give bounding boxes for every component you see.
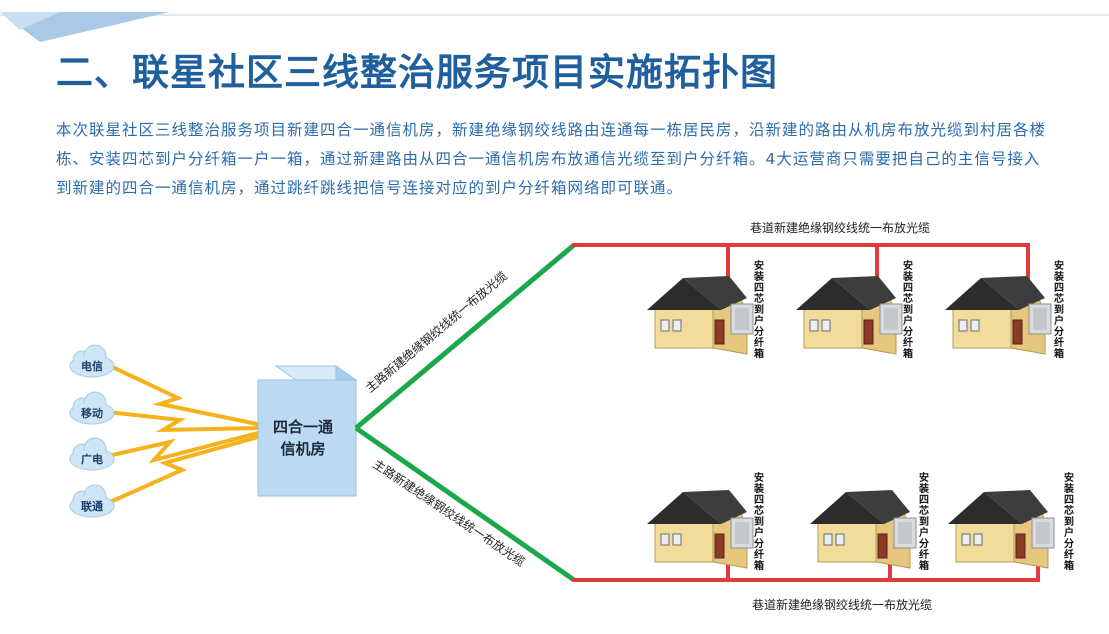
house-top-1 bbox=[646, 275, 754, 355]
lightning-bolt-2 bbox=[107, 410, 263, 433]
main-route-lower-label: 主路新建绝缘钢绞线统一布放光缆 bbox=[370, 456, 528, 569]
lane-route-bottom-label: 巷道新建绝缘钢绞线统一布放光缆 bbox=[752, 597, 932, 612]
intro-paragraph: 本次联星社区三线整治服务项目新建四合一通信机房，新建绝缘钢绞线路由连通每一栋居民… bbox=[56, 121, 1047, 197]
operator-cloud-yidong: 移动 bbox=[69, 391, 115, 425]
operator-label: 联通 bbox=[81, 499, 103, 513]
main-route-upper-label: 主路新建绝缘钢绞线统一布放光缆 bbox=[362, 268, 510, 395]
house-bottom-1 bbox=[646, 489, 754, 569]
machine-room-cube: 四合一通 信机房 bbox=[257, 365, 358, 497]
lane-route-top-label: 巷道新建绝缘钢绞线统一布放光缆 bbox=[750, 220, 930, 235]
operator-cloud-liantong: 联通 bbox=[69, 484, 115, 518]
box-label-top-2: 安装四芯到户分纤箱 bbox=[901, 259, 914, 359]
box-label-bottom-3: 安装四芯到户分纤箱 bbox=[1062, 471, 1075, 571]
house-bottom-3 bbox=[947, 489, 1055, 569]
lightning-bolt-3 bbox=[107, 430, 263, 464]
header-corner-shape bbox=[0, 12, 170, 42]
machine-room-label-line1: 四合一通 bbox=[273, 418, 333, 436]
box-label-top-3: 安装四芯到户分纤箱 bbox=[1052, 259, 1065, 359]
lightning-bolt-4 bbox=[107, 434, 263, 505]
box-label-bottom-2: 安装四芯到户分纤箱 bbox=[917, 471, 930, 571]
main-route-lower bbox=[354, 425, 576, 583]
operator-label: 广电 bbox=[81, 452, 103, 466]
main-route-upper bbox=[354, 243, 576, 430]
operator-label: 电信 bbox=[81, 359, 103, 373]
machine-room-label-line2: 信机房 bbox=[280, 440, 325, 458]
top-divider bbox=[0, 14, 1109, 16]
operator-cloud-guangdian: 广电 bbox=[69, 437, 115, 471]
operator-cloud-dianxin: 电信 bbox=[69, 344, 115, 378]
lightning-bolt-1 bbox=[107, 363, 263, 427]
main-routes bbox=[354, 243, 576, 583]
page-title: 二、联星社区三线整治服务项目实施拓扑图 bbox=[56, 51, 778, 94]
house-top-3 bbox=[944, 275, 1052, 355]
house-top-2 bbox=[795, 275, 903, 355]
box-label-bottom-1: 安装四芯到户分纤箱 bbox=[752, 471, 765, 571]
lightning-bolts bbox=[107, 363, 263, 505]
box-label-top-1: 安装四芯到户分纤箱 bbox=[752, 259, 765, 359]
operator-label: 移动 bbox=[81, 406, 103, 420]
house-bottom-2 bbox=[809, 489, 917, 569]
